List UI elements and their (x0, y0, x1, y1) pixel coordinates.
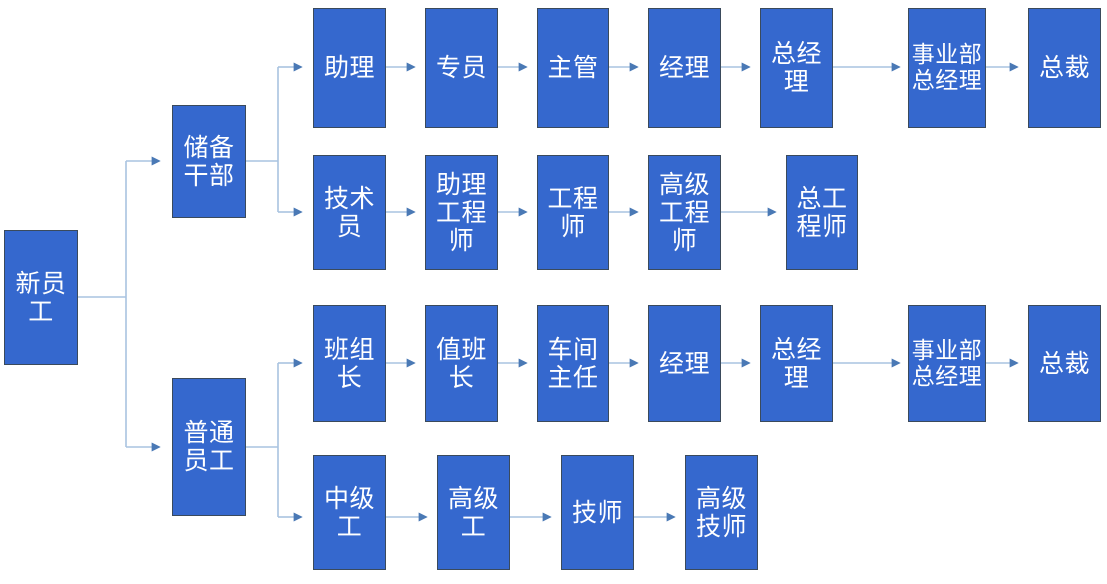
node-row1-assistant[interactable]: 助理 (313, 8, 386, 128)
node-label: 车间主任 (547, 335, 599, 392)
node-label: 总裁 (1038, 349, 1090, 378)
node-row1-supervisor[interactable]: 主管 (537, 8, 609, 128)
node-row1-specialist[interactable]: 专员 (425, 8, 498, 128)
node-label: 总经理 (770, 335, 822, 392)
node-row2-technician[interactable]: 技术员 (313, 155, 386, 270)
node-row1-president[interactable]: 总裁 (1028, 8, 1101, 128)
node-row2-chief-engineer[interactable]: 总工程师 (786, 155, 858, 270)
node-row2-assistant-engineer[interactable]: 助理工程师 (425, 155, 498, 270)
node-label: 技师 (571, 498, 623, 527)
node-row4-senior-worker[interactable]: 高级工 (437, 455, 510, 570)
node-label: 经理 (658, 349, 710, 378)
node-row1-manager[interactable]: 经理 (648, 8, 721, 128)
node-row3-manager[interactable]: 经理 (648, 305, 721, 422)
node-label: 班组长 (323, 335, 375, 392)
node-label: 储备干部 (183, 133, 235, 190)
node-new-employee[interactable]: 新员工 (4, 230, 78, 365)
node-row3-workshop-director[interactable]: 车间主任 (537, 305, 609, 422)
node-label: 总经理 (770, 40, 822, 96)
node-label: 主管 (547, 54, 599, 82)
node-label: 经理 (658, 54, 710, 82)
node-row4-intermediate-worker[interactable]: 中级工 (313, 455, 386, 570)
node-label: 高级工程师 (658, 170, 710, 255)
node-label: 专员 (435, 54, 487, 82)
node-row3-president[interactable]: 总裁 (1028, 305, 1101, 422)
node-row1-division-gm[interactable]: 事业部总经理 (908, 8, 986, 128)
node-label: 总工程师 (796, 184, 848, 241)
node-reserve-cadre[interactable]: 储备干部 (172, 105, 246, 218)
node-label: 工程师 (547, 184, 599, 241)
node-label: 助理工程师 (435, 170, 487, 255)
node-label: 助理 (323, 54, 375, 82)
node-row4-technician-master[interactable]: 技师 (561, 455, 634, 570)
node-row1-general-manager[interactable]: 总经理 (760, 8, 833, 128)
node-row3-shift-leader[interactable]: 值班长 (425, 305, 498, 422)
node-label: 高级工 (447, 484, 499, 541)
node-label: 新员工 (15, 269, 67, 326)
node-row3-general-manager[interactable]: 总经理 (760, 305, 833, 422)
node-general-staff[interactable]: 普通员工 (172, 378, 246, 516)
node-row3-team-leader[interactable]: 班组长 (313, 305, 386, 422)
node-label: 技术员 (323, 184, 375, 241)
node-row2-engineer[interactable]: 工程师 (537, 155, 609, 270)
node-row2-senior-engineer[interactable]: 高级工程师 (648, 155, 721, 270)
node-label: 事业部总经理 (911, 336, 983, 389)
node-label: 普通员工 (183, 419, 235, 475)
node-label: 高级技师 (695, 484, 747, 541)
node-row4-senior-technician[interactable]: 高级技师 (685, 455, 758, 570)
node-label: 事业部总经理 (911, 41, 983, 93)
node-label: 值班长 (435, 335, 487, 392)
node-row3-division-gm[interactable]: 事业部总经理 (908, 305, 986, 422)
node-label: 中级工 (323, 484, 375, 541)
node-label: 总裁 (1038, 54, 1090, 82)
